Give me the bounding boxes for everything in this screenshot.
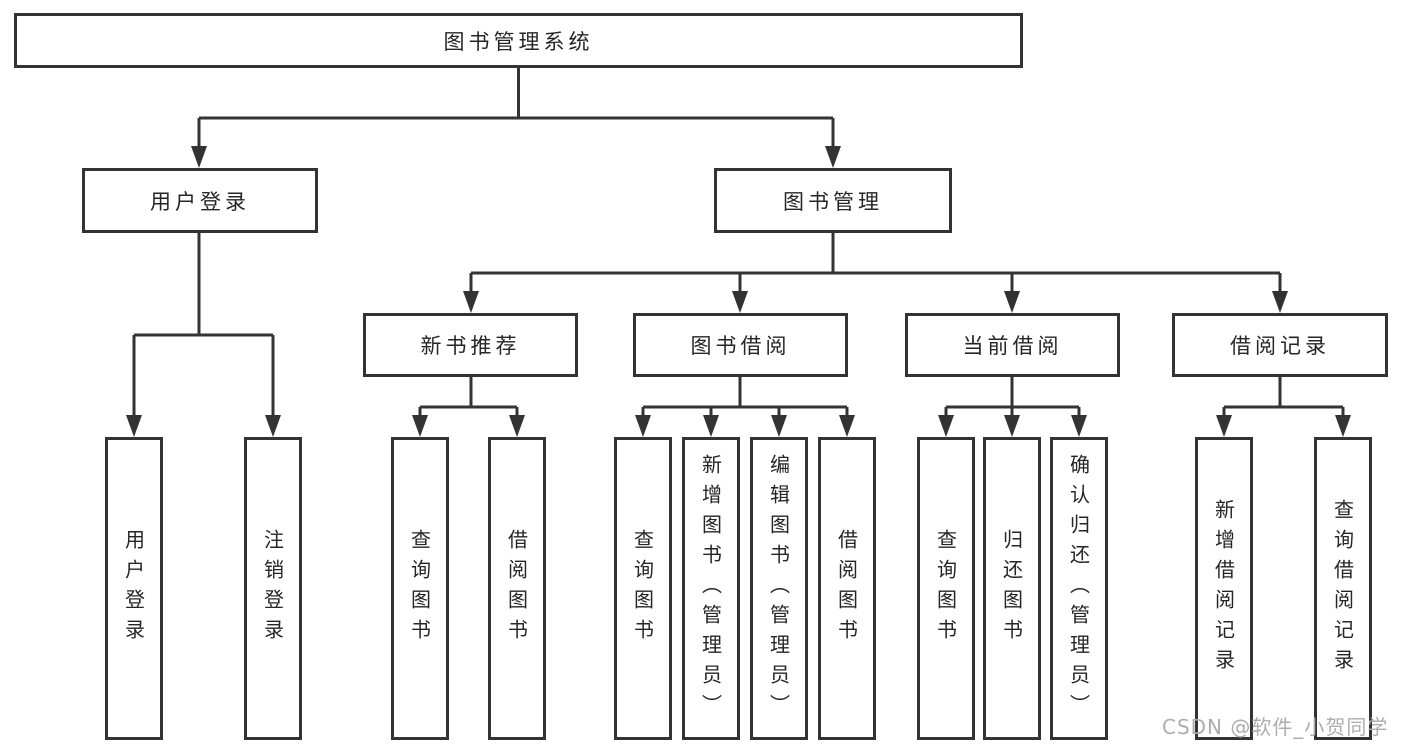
arrowhead-down-icon [635, 415, 651, 437]
node-new-book-recommendation: 新书推荐 [363, 313, 578, 377]
node-label: 查询借阅记录 [1330, 498, 1355, 679]
arrowhead-down-icon [1216, 415, 1232, 437]
node-current-borrowing: 当前借阅 [905, 313, 1120, 377]
leaf-add-borrow-record: 新增借阅记录 [1195, 437, 1253, 740]
node-label: 注销登录 [260, 528, 285, 649]
node-label: 新增借阅记录 [1211, 498, 1236, 679]
node-label: 查询图书 [630, 528, 655, 649]
arrowhead-down-icon [463, 291, 479, 313]
node-label: 新书推荐 [420, 334, 521, 358]
arrowhead-down-icon [1071, 415, 1087, 437]
leaf-borrow-books: 借阅图书 [818, 437, 876, 740]
node-label: 用户登录 [121, 528, 146, 649]
node-label: 归还图书 [999, 528, 1024, 649]
node-label: 查询图书 [933, 528, 958, 649]
arrowhead-down-icon [265, 415, 281, 437]
node-label: 图书借阅 [690, 334, 791, 358]
leaf-return-books: 归还图书 [983, 437, 1041, 740]
node-label: 用户登录 [150, 189, 250, 214]
leaf-confirm-return-admin: 确认归还（管理员） [1050, 437, 1108, 740]
arrowhead-down-icon [1004, 291, 1020, 313]
arrowhead-down-icon [1335, 415, 1351, 437]
leaf-edit-books-admin: 编辑图书（管理员） [750, 437, 808, 740]
arrowhead-down-icon [126, 415, 142, 437]
arrowhead-down-icon [412, 415, 428, 437]
node-label: 借阅记录 [1230, 334, 1330, 358]
node-label: 图书管理系统 [443, 29, 594, 54]
node-borrowing-records: 借阅记录 [1172, 313, 1388, 377]
leaf-query-books: 查询图书 [917, 437, 975, 740]
node-user-login: 用户登录 [82, 168, 318, 233]
leaf-logout: 注销登录 [244, 437, 302, 740]
node-label: 图书管理 [783, 189, 883, 214]
node-label: 新增图书（管理员） [698, 453, 723, 724]
arrowhead-down-icon [839, 415, 855, 437]
node-book-borrowing: 图书借阅 [633, 313, 848, 377]
node-library-management-system: 图书管理系统 [14, 13, 1023, 68]
arrowhead-down-icon [1272, 291, 1288, 313]
leaf-borrow-books: 借阅图书 [488, 437, 546, 740]
node-book-management: 图书管理 [714, 168, 952, 233]
csdn-watermark: CSDN @软件_小贺同学 [1162, 715, 1389, 739]
arrowhead-down-icon [191, 146, 207, 168]
arrowhead-down-icon [1004, 415, 1020, 437]
leaf-query-books: 查询图书 [614, 437, 672, 740]
arrowhead-down-icon [825, 146, 841, 168]
node-label: 借阅图书 [834, 528, 859, 649]
arrowhead-down-icon [703, 415, 719, 437]
leaf-user-login: 用户登录 [105, 437, 163, 740]
arrowhead-down-icon [771, 415, 787, 437]
arrowhead-down-icon [732, 291, 748, 313]
leaf-query-books: 查询图书 [391, 437, 449, 740]
node-label: 确认归还（管理员） [1066, 453, 1091, 724]
leaf-add-books-admin: 新增图书（管理员） [682, 437, 740, 740]
arrowhead-down-icon [938, 415, 954, 437]
node-label: 编辑图书（管理员） [766, 453, 791, 724]
node-label: 借阅图书 [504, 528, 529, 649]
node-label: 当前借阅 [962, 334, 1063, 358]
arrowhead-down-icon [509, 415, 525, 437]
leaf-query-borrow-record: 查询借阅记录 [1314, 437, 1372, 740]
node-label: 查询图书 [407, 528, 432, 649]
